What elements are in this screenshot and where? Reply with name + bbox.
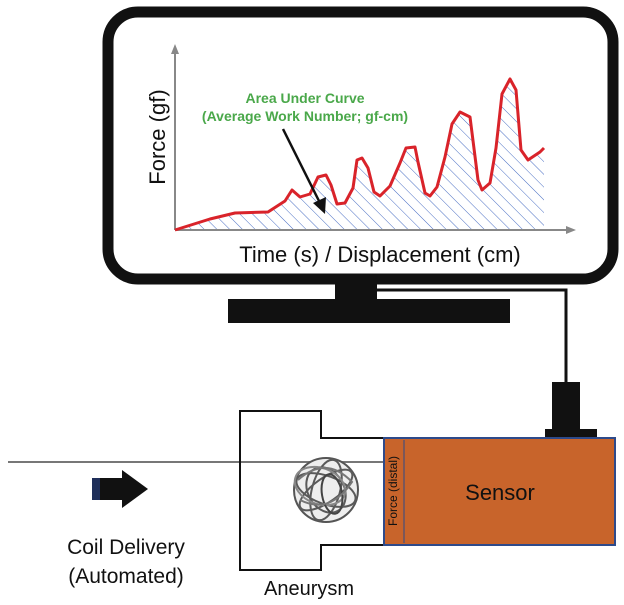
coil-delivery-sublabel: (Automated) — [68, 565, 184, 588]
annotation-arrowhead-icon — [313, 197, 326, 214]
monitor-neck — [335, 281, 377, 299]
annotation-subtitle: (Average Work Number; gf-cm) — [202, 108, 408, 124]
coil-delivery-label: Coil Delivery — [67, 536, 185, 559]
annotation-arrow — [281, 128, 322, 204]
sensor-cable — [377, 288, 568, 382]
force-curve — [174, 77, 546, 232]
area-under-curve — [175, 79, 544, 230]
annotation-title: Area Under Curve — [245, 90, 364, 106]
y-axis-label: Force (gf) — [145, 89, 170, 184]
force-distal-label: Force (distal) — [386, 456, 400, 526]
coil-delivery-arrow-icon — [92, 470, 148, 508]
aneurysm-label: Aneurysm — [264, 578, 354, 600]
y-axis-arrow-icon — [171, 44, 179, 54]
monitor-stand-base — [228, 299, 510, 323]
aneurysm-housing — [239, 410, 384, 571]
monitor-frame — [102, 6, 619, 285]
sensor-block: Sensor Force (distal) — [383, 437, 616, 546]
x-axis-arrow-icon — [566, 226, 576, 234]
sensor-label: Sensor — [465, 480, 535, 505]
coil-ball-icon — [293, 457, 359, 523]
sensor-connector — [552, 382, 580, 430]
force-graph: Force (gf) Time (s) / Displacement (cm) … — [145, 44, 576, 267]
sensor-connector-base — [545, 429, 597, 439]
x-axis-label: Time (s) / Displacement (cm) — [239, 242, 521, 267]
